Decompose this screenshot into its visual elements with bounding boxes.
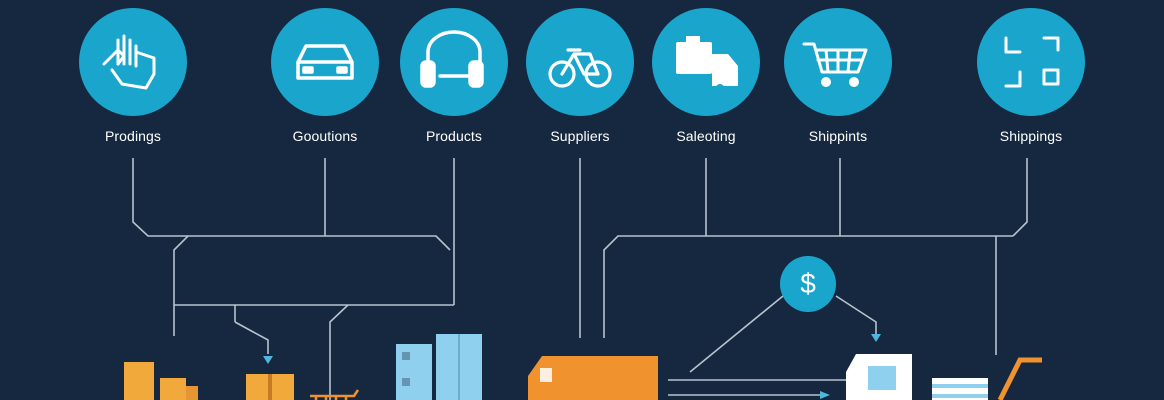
bicycle-icon	[548, 48, 612, 88]
branch-to-cart	[329, 304, 349, 400]
orange-van	[528, 356, 658, 400]
arrow-to-van	[820, 391, 830, 399]
node-label-prodings: Prodings	[104, 128, 162, 144]
node-circles	[79, 8, 1085, 116]
storage-racks	[396, 334, 482, 400]
dollar-circle	[780, 256, 836, 312]
left-bus	[173, 235, 451, 336]
node-circle-products	[400, 8, 508, 116]
delivery-truck-icon	[676, 36, 738, 92]
node-circle-prodings	[79, 8, 187, 116]
headphones-icon	[420, 30, 484, 88]
shopping-cart-icon	[802, 42, 868, 87]
dollar-symbol: $	[800, 268, 816, 299]
node-label-shippings: Shippings	[999, 128, 1063, 144]
branch-to-box-arrow	[234, 321, 269, 354]
node-label-gooutions: Gooutions	[292, 128, 358, 144]
node-label-suppliers: Suppliers	[550, 128, 610, 144]
right-bus	[603, 235, 1013, 338]
node-circle-shippings	[977, 8, 1085, 116]
node-label-saleoting: Saleoting	[676, 128, 736, 144]
node-label-products: Products	[425, 128, 483, 144]
arrow-to-box	[263, 356, 273, 364]
dollar-to-truck	[689, 295, 784, 373]
connector-prodings	[132, 158, 188, 237]
warehouse-boxes	[124, 362, 294, 400]
delivery-truck	[846, 354, 1042, 400]
small-cart-icon	[310, 389, 360, 400]
arrows	[263, 334, 881, 399]
corner-brackets-icon	[1004, 36, 1060, 88]
connector-shippings	[1012, 158, 1028, 237]
arrow-to-delivery	[871, 334, 881, 342]
dollar-to-delivery	[835, 295, 877, 336]
hand-pointer-icon	[102, 34, 156, 90]
car-icon	[296, 44, 354, 80]
node-circle-suppliers	[526, 8, 634, 116]
connector-lines	[132, 158, 1028, 400]
node-label-shippints: Shippints	[808, 128, 868, 144]
